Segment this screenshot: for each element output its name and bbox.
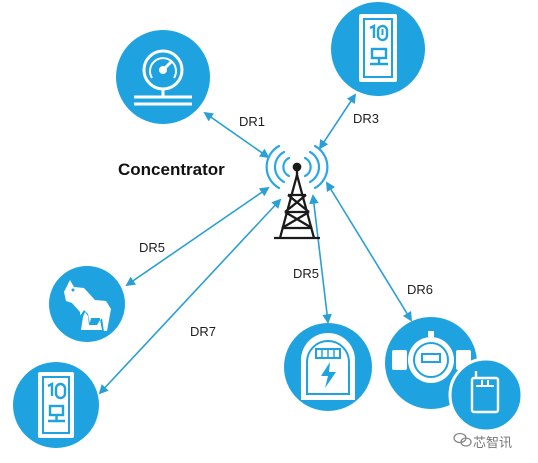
concentrator-label: Concentrator <box>118 160 225 179</box>
radio-tower-icon <box>265 144 329 240</box>
link-label-meter-top: DR3 <box>353 111 380 126</box>
pressure-gauge-icon <box>134 49 192 106</box>
link-line-electric <box>309 194 332 324</box>
electric-meter-node <box>284 323 372 411</box>
electric-meter-icon <box>301 333 355 400</box>
link-line-gauge <box>203 111 270 159</box>
connection-lines <box>98 93 413 395</box>
utility-meter-icon <box>359 14 397 82</box>
animal-node <box>49 266 125 342</box>
link-line-meter-bottom <box>98 198 282 395</box>
pressure-gauge-node <box>116 30 210 124</box>
utility-meter-icon <box>38 372 74 438</box>
signal-waves-icon <box>265 144 329 190</box>
link-label-electric: DR5 <box>293 266 320 281</box>
link-label-gauge: DR1 <box>239 114 266 129</box>
meter-top-node <box>331 2 425 96</box>
pets-icon <box>64 280 111 332</box>
remote-control-icon <box>470 371 500 414</box>
link-line-meter-top <box>318 93 357 150</box>
link-label-water: DR6 <box>407 282 434 297</box>
link-label-animal: DR5 <box>139 240 166 255</box>
watermark: 芯智讯 <box>473 435 513 450</box>
meter-bottom-node <box>13 362 99 448</box>
link-line-water <box>325 181 413 322</box>
link-label-meter-bottom: DR7 <box>190 324 217 339</box>
wechat-icon <box>453 432 472 447</box>
remote-node <box>448 357 524 433</box>
